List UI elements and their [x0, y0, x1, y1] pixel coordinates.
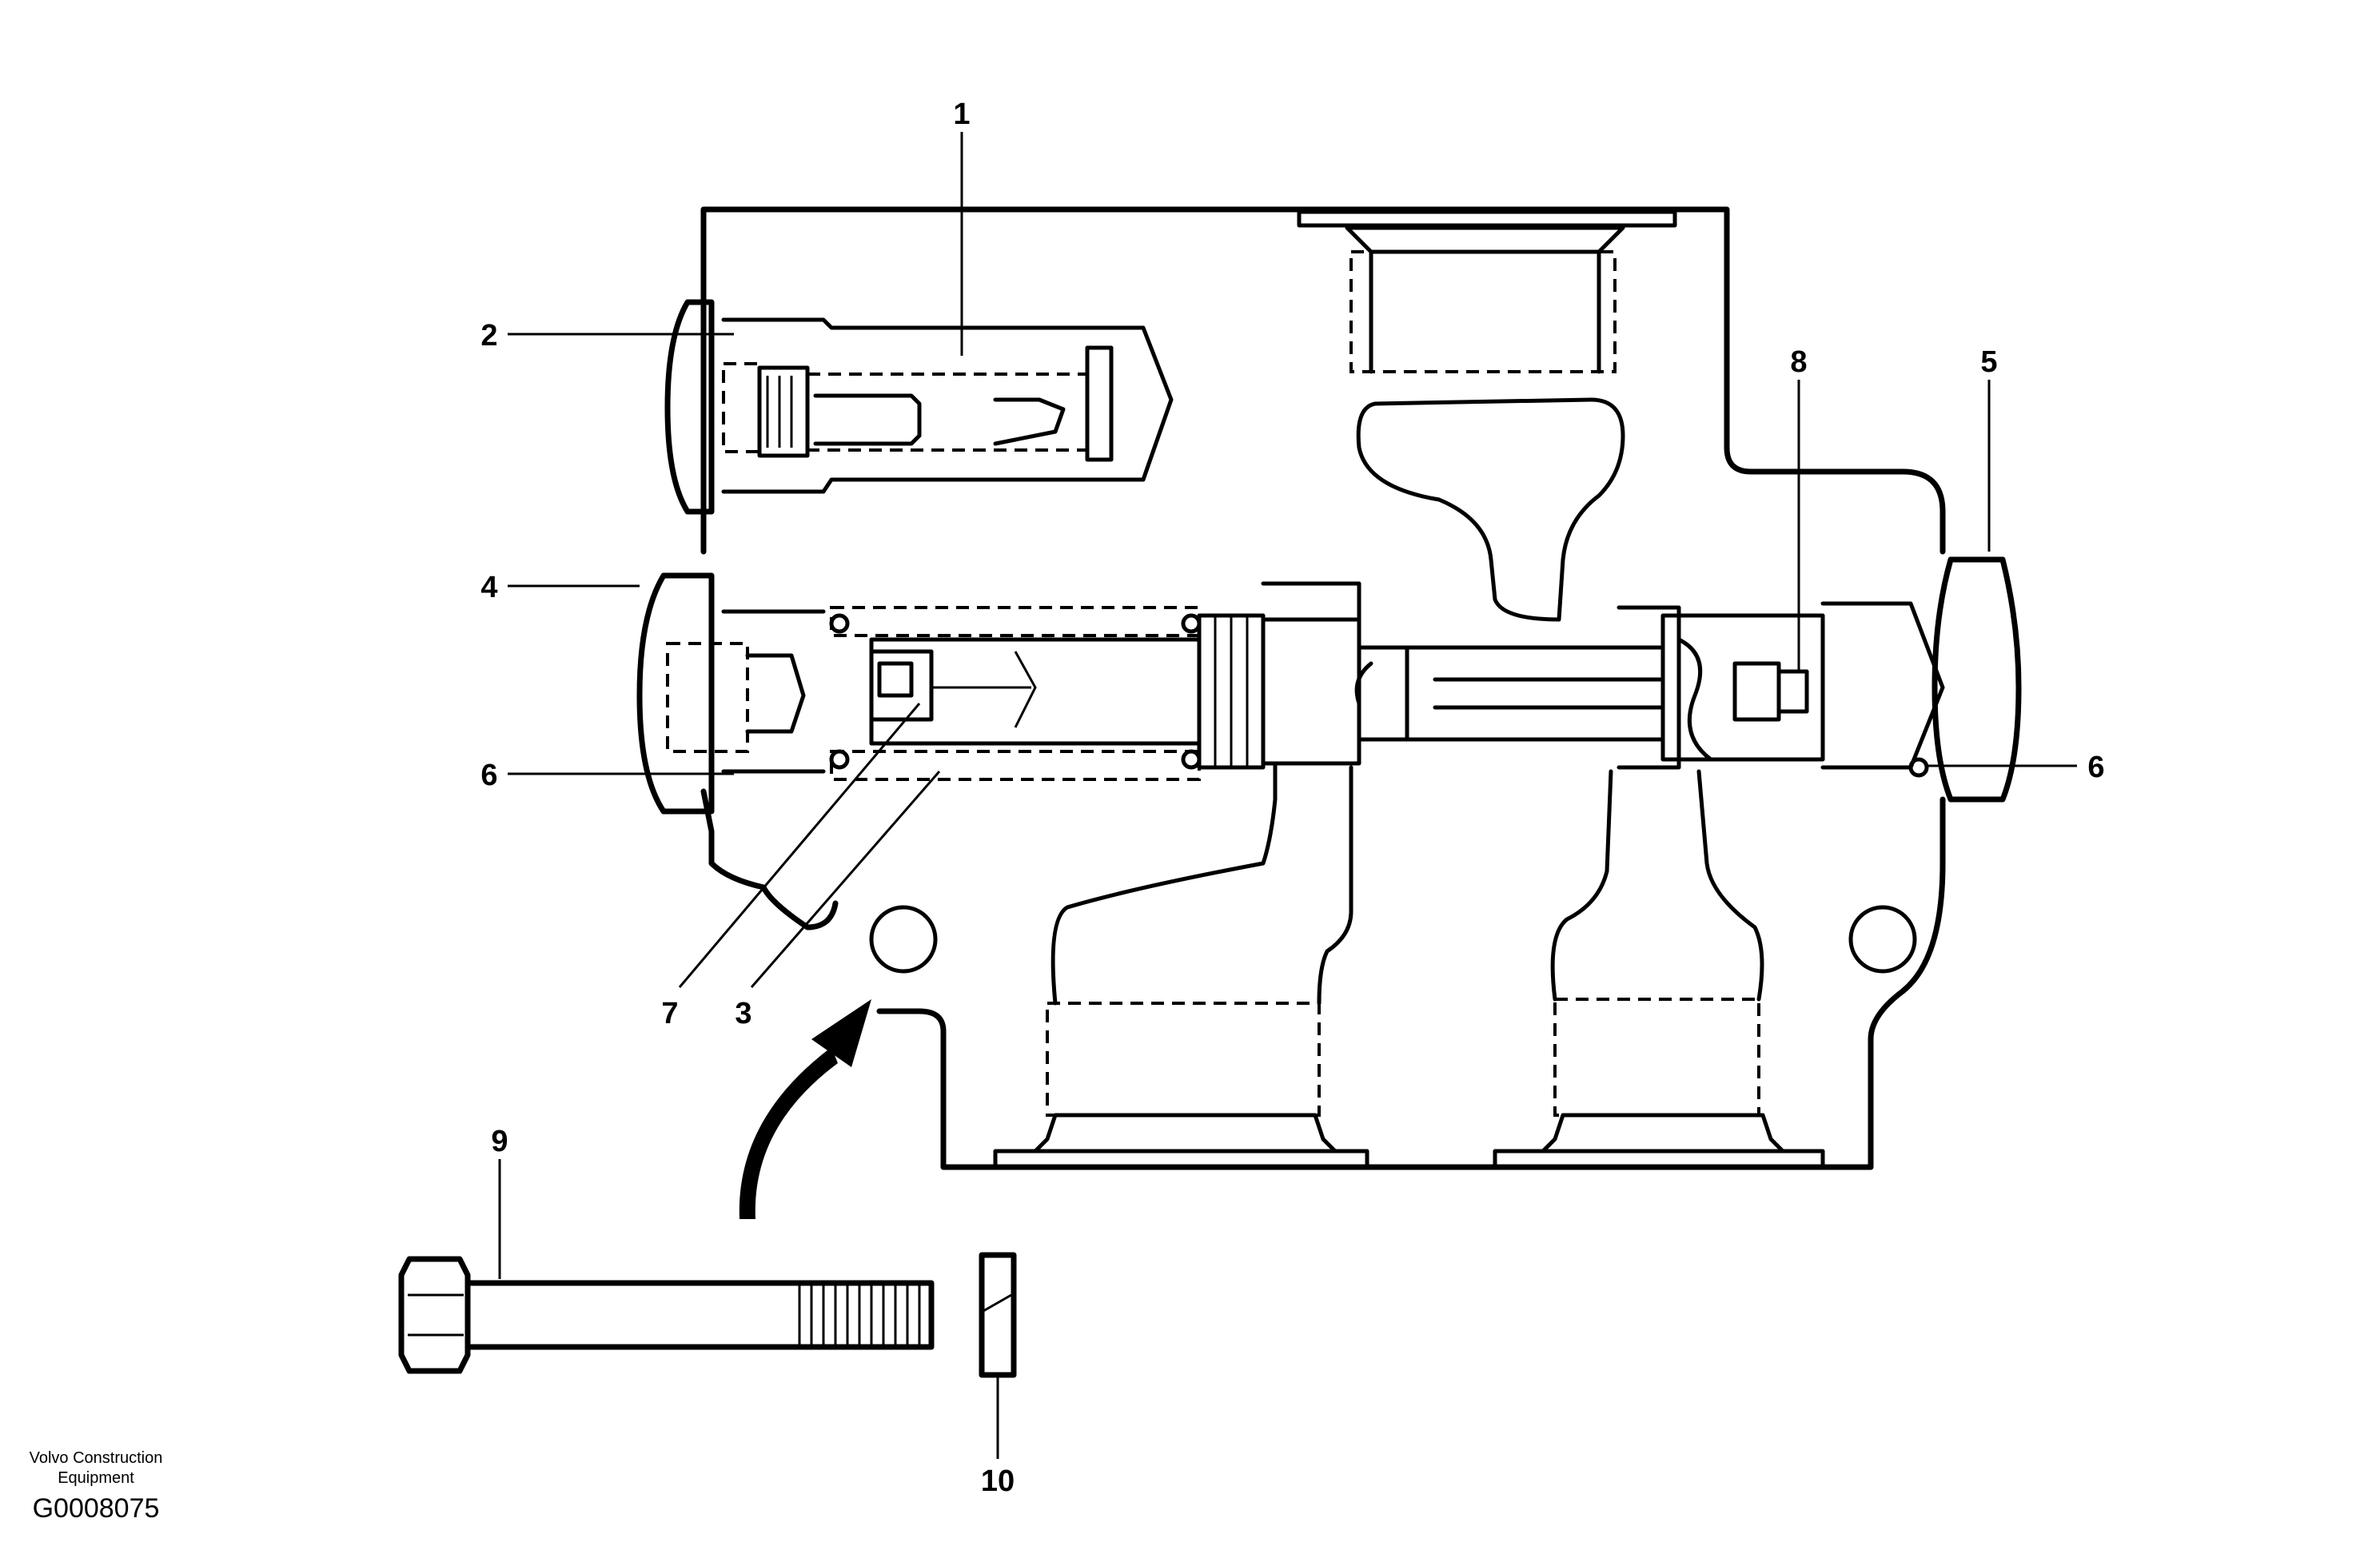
callout-7: 7 [661, 997, 678, 1030]
insertion-arrow [739, 999, 871, 1219]
spool-bore [636, 556, 2022, 815]
callout-3: 3 [735, 997, 751, 1030]
callout-2: 2 [480, 319, 497, 353]
bottom-port-left [1033, 761, 1353, 1154]
callout-9: 9 [491, 1125, 508, 1158]
mounting-hole-left [869, 905, 938, 974]
callout-4: 4 [480, 571, 497, 604]
callout-8: 8 [1790, 345, 1807, 379]
relief-valve-cartridge [664, 299, 1174, 515]
credit-line-1: Volvo Construction [30, 1449, 163, 1467]
bottom-port-right [1541, 769, 1785, 1154]
credit-line-2: Equipment [58, 1469, 134, 1487]
callouts: 1 2 4 6 6 5 8 7 3 9 10 [480, 98, 2104, 1498]
callout-5: 5 [1980, 345, 1997, 379]
callout-1: 1 [953, 98, 970, 131]
callout-10: 10 [981, 1464, 1015, 1498]
washer [979, 1252, 1017, 1378]
valve-housing [700, 206, 1946, 1170]
callout-6-left: 6 [480, 759, 497, 792]
top-port [1345, 225, 1625, 622]
callout-6-right: 6 [2087, 751, 2104, 784]
mounting-hole-right [1848, 905, 1917, 974]
credit-block: Volvo Construction Equipment G0008075 [30, 1449, 163, 1524]
leader-lines [498, 132, 2077, 1459]
bolt [398, 1256, 935, 1374]
drawing-code: G0008075 [33, 1493, 160, 1524]
